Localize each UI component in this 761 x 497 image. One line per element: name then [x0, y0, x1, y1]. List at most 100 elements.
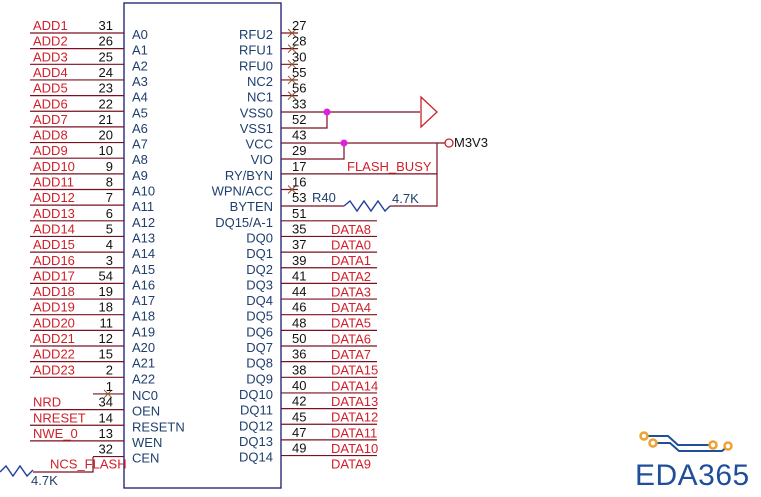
no-connect-icon	[287, 28, 297, 38]
pin-number: 27	[292, 18, 306, 33]
pin-number: 41	[292, 268, 306, 283]
net-label: ADD4	[33, 65, 68, 80]
pin-name: A16	[132, 277, 155, 292]
pin-name: A9	[132, 168, 148, 183]
net-label: ADD22	[33, 347, 75, 362]
pin-name: VCC	[246, 137, 273, 152]
pin-name: VIO	[251, 152, 273, 167]
logo-text: EDA365	[635, 459, 750, 492]
pin-number: 25	[99, 49, 113, 64]
pin-name: DQ0	[246, 230, 273, 245]
pin-name: DQ9	[246, 371, 273, 386]
pin-number: 39	[292, 253, 306, 268]
pin-name: VSS0	[240, 105, 273, 120]
net-label: ADD21	[33, 331, 75, 346]
resistor-icon	[343, 199, 391, 213]
net-label: ADD11	[33, 175, 74, 190]
ncs-resistor-value: 4.7K	[31, 473, 58, 488]
pin-name: DQ4	[246, 293, 273, 308]
pin-name: BYTEN	[230, 199, 273, 214]
pin-name: DQ13	[239, 434, 273, 449]
pin-number: 52	[292, 112, 306, 127]
pin-name: RFU2	[239, 27, 273, 42]
power-port-icon	[444, 138, 454, 148]
net-label: DATA0	[331, 237, 371, 252]
resistor-icon	[0, 464, 34, 478]
pin-name: A17	[132, 293, 155, 308]
logo-dot-icon	[708, 440, 718, 450]
net-label: ADD5	[33, 81, 68, 96]
net-label: DATA8	[331, 222, 371, 237]
pin-number: 49	[292, 441, 306, 456]
pin-number: 28	[292, 34, 306, 49]
pin-number: 13	[99, 426, 113, 441]
pin-name: A5	[132, 105, 148, 120]
pin-number: 43	[292, 128, 306, 143]
pin-number: 17	[292, 159, 306, 174]
net-label: DATA6	[331, 331, 371, 346]
pin-name: DQ6	[246, 324, 273, 339]
net-label: DATA12	[331, 410, 378, 425]
net-label: ADD9	[33, 143, 68, 158]
pin-number: 5	[106, 221, 113, 236]
pin-name: VSS1	[240, 121, 273, 136]
pin-name: A2	[132, 58, 148, 73]
pin-number: 56	[292, 81, 306, 96]
net-label: NRD	[33, 395, 61, 410]
pin-number: 7	[106, 190, 113, 205]
pin-number: 30	[292, 49, 306, 64]
net-label: ADD3	[33, 49, 68, 64]
pin-number: 6	[106, 206, 113, 221]
vcc-junction	[340, 139, 348, 147]
pin-number: 11	[100, 315, 114, 330]
no-connect-icon	[287, 185, 297, 194]
pin-name: WEN	[132, 435, 162, 450]
pin-name: A10	[132, 184, 155, 199]
pin-name: DQ5	[246, 309, 273, 324]
pin-number: 55	[292, 65, 306, 80]
pin-number: 42	[292, 394, 306, 409]
no-connect-icon	[287, 91, 297, 100]
pin-name: RFU0	[239, 58, 273, 73]
net-label: DATA5	[331, 316, 371, 331]
pin-number: 47	[292, 425, 306, 440]
net-label: ADD12	[33, 190, 75, 205]
eda365-logo: EDA365	[635, 431, 750, 492]
pin-number: 23	[99, 81, 113, 96]
net-label: ADD7	[33, 112, 68, 127]
net-label: DATA14	[331, 378, 378, 393]
pin-name: DQ8	[246, 356, 273, 371]
pin-number: 8	[106, 175, 113, 190]
pin-number: 32	[99, 442, 113, 457]
pin-name: NC2	[247, 74, 273, 89]
ground-symbol-icon	[420, 95, 438, 129]
pin-number: 16	[292, 175, 306, 190]
pin-number: 44	[292, 284, 306, 299]
pin-name: A7	[132, 137, 148, 152]
pin-name: RFU1	[239, 43, 273, 58]
resistor-r40: R40 4.7K	[281, 190, 422, 213]
net-label: ADD23	[33, 362, 75, 377]
resistor-ncs: 4.7K	[0, 457, 94, 488]
pin-number: 2	[106, 362, 113, 377]
